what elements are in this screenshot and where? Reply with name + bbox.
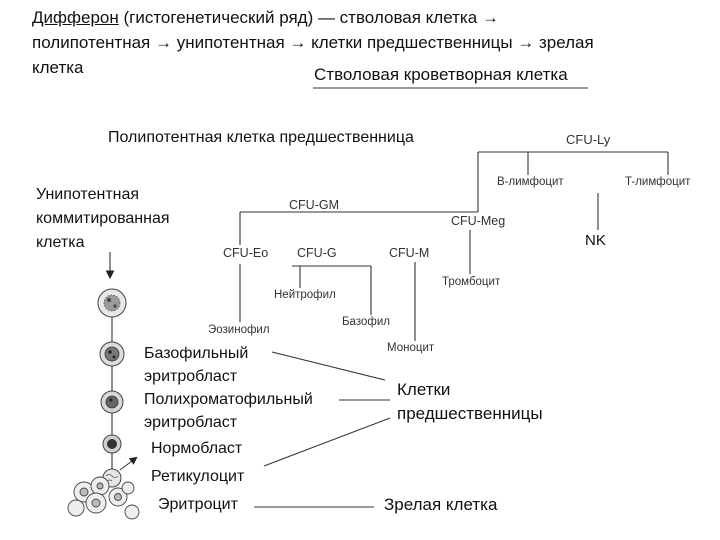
basophilic-erythroblast-line-2: эритробласт bbox=[144, 368, 238, 385]
cfu-eo-label: CFU-Eo bbox=[223, 246, 269, 260]
basophilic-erythroblast-icon bbox=[99, 341, 125, 367]
thrombocyte-label: Тромбоцит bbox=[442, 276, 501, 288]
erythrocyte-cluster-icon bbox=[67, 476, 140, 520]
basophilic-erythroblast-line-1: Базофильный bbox=[144, 345, 249, 362]
unipotent-line-1: Унипотентная bbox=[36, 186, 140, 203]
polypotent-label: Полипотентная клетка предшественница bbox=[108, 129, 414, 146]
blast-cell-icon bbox=[97, 288, 127, 318]
cfu-g-label: CFU-G bbox=[297, 246, 337, 260]
header-line-1: Дифферон (гистогенетический ряд) — ствол… bbox=[32, 8, 499, 28]
nk-label: NK bbox=[585, 232, 606, 249]
b-lymphocyte-label: B-лимфоцит bbox=[497, 176, 564, 188]
mature-cell-label: Зрелая клетка bbox=[384, 495, 498, 514]
cfu-m-label: CFU-M bbox=[389, 246, 430, 260]
monocyte-label: Моноцит bbox=[387, 342, 435, 354]
reticulocyte-to-precursor-line bbox=[263, 417, 391, 467]
cfu-ly-label: CFU-Ly bbox=[566, 132, 611, 147]
polychromatophilic-erythroblast-line-1: Полихроматофильный bbox=[144, 391, 313, 408]
neutrophil-label: Нейтрофил bbox=[274, 289, 336, 301]
eosinophil-label: Эозинофил bbox=[208, 324, 270, 336]
reticulocyte-label: Ретикулоцит bbox=[151, 468, 245, 485]
normoblast-label: Нормобласт bbox=[151, 440, 243, 457]
unipotent-line-2: коммитированная bbox=[36, 210, 170, 227]
basophil-label: Базофил bbox=[342, 316, 390, 328]
precursor-cells-line-1: Клетки bbox=[397, 380, 451, 399]
precursor-cells-line-2: предшественницы bbox=[397, 404, 543, 423]
unipotent-line-3: клетка bbox=[36, 234, 85, 251]
header-line-3: клетка bbox=[32, 58, 84, 77]
normoblast-icon bbox=[102, 434, 122, 454]
polychromatophilic-erythroblast-icon bbox=[100, 390, 124, 414]
t-lymphocyte-label: T-лимфоцит bbox=[625, 176, 691, 188]
stem-cell-label: Стволовая кроветворная клетка bbox=[314, 65, 568, 84]
header-term: Дифферон bbox=[32, 8, 119, 27]
erythroid-cell-icons bbox=[67, 288, 140, 520]
polychromatophilic-erythroblast-line-2: эритробласт bbox=[144, 414, 238, 431]
cfu-gm-label: CFU-GM bbox=[289, 198, 339, 212]
basophilic-to-precursor-line bbox=[271, 351, 386, 381]
reticulocyte-arrow bbox=[119, 456, 138, 471]
header-line-2: полипотентная → унипотентная → клетки пр… bbox=[32, 33, 594, 52]
cfu-meg-label: CFU-Meg bbox=[451, 214, 506, 228]
erythrocyte-label: Эритроцит bbox=[158, 496, 238, 513]
header-line-1-rest: (гистогенетический ряд) — стволовая клет… bbox=[118, 8, 499, 27]
